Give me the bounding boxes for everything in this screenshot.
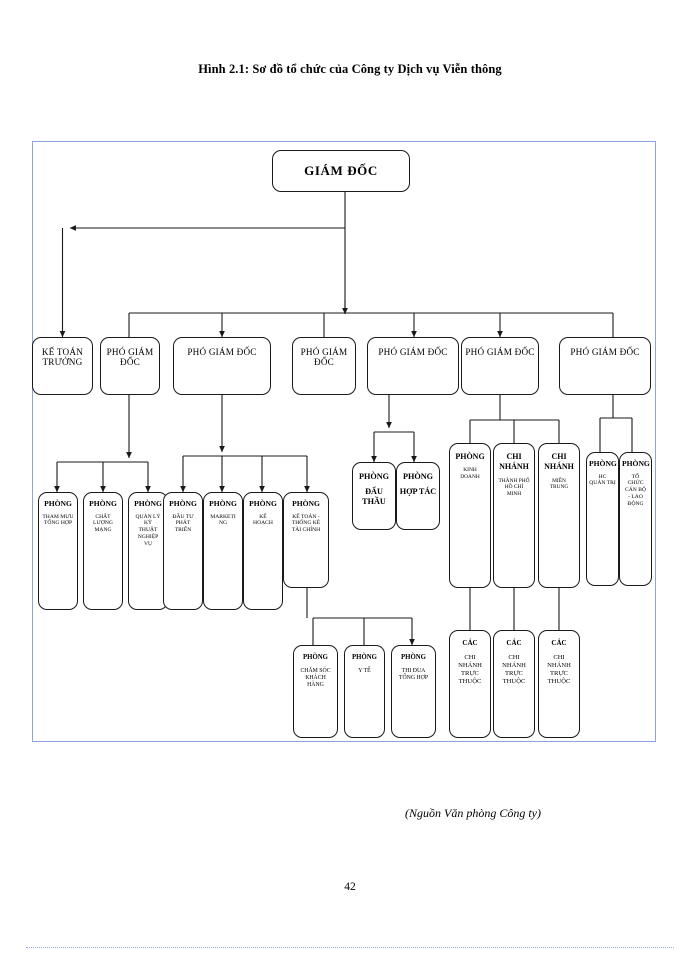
node-dept-chat-luong-mang-head: PHÒNG: [89, 499, 117, 508]
node-dept-cham-soc-khach-hang-head: PHÒNG: [303, 654, 328, 661]
source-note: (Nguồn Văn phòng Công ty): [405, 806, 541, 820]
node-dept-hop-tac[interactable]: PHÒNG HỢP TÁC: [396, 462, 440, 530]
node-dept-dau-thau-head: PHÒNG: [358, 472, 390, 481]
node-dept-marketing-head: PHÒNG: [209, 499, 237, 508]
node-sub-branches-2-head: CÁC: [506, 639, 522, 647]
node-dept-kinh-doanh-head: PHÒNG: [455, 452, 485, 461]
node-dept-dau-tu-phat-trien-head: PHÒNG: [169, 499, 197, 508]
node-vice-director-5-head: PHÓ GIÁM ĐỐC: [465, 347, 535, 357]
node-director[interactable]: GIÁM ĐỐC: [272, 150, 410, 192]
node-dept-y-te-sub: Y TẾ: [358, 667, 371, 674]
node-vice-director-4-head: PHÓ GIÁM ĐỐC: [378, 347, 448, 357]
node-vice-director-4[interactable]: PHÓ GIÁM ĐỐC: [367, 337, 459, 395]
node-dept-tham-muu-tong-hop-head: PHÒNG: [44, 499, 72, 508]
node-dept-y-te-head: PHÒNG: [352, 654, 377, 661]
node-dept-y-te[interactable]: PHÒNG Y TẾ: [344, 645, 385, 738]
node-vice-director-2[interactable]: PHÓ GIÁM ĐỐC: [173, 337, 271, 395]
node-vice-director-6[interactable]: PHÓ GIÁM ĐỐC: [559, 337, 651, 395]
node-sub-branches-3-head: CÁC: [551, 639, 567, 647]
node-dept-to-chuc-can-bo-head: PHÒNG: [622, 459, 650, 468]
node-vice-director-1[interactable]: PHÓ GIÁM ĐỐC: [100, 337, 160, 395]
node-dept-ke-hoach-head: PHÒNG: [249, 499, 277, 508]
node-vice-director-6-head: PHÓ GIÁM ĐỐC: [570, 347, 640, 357]
node-dept-hop-tac-head: PHÒNG: [402, 472, 434, 481]
node-vice-director-5[interactable]: PHÓ GIÁM ĐỐC: [461, 337, 539, 395]
node-dept-thi-dua-tong-hop-head: PHÒNG: [401, 654, 426, 661]
node-vice-director-3[interactable]: PHÓ GIÁM ĐỐC: [292, 337, 356, 395]
node-director-head: GIÁM ĐỐC: [304, 162, 378, 178]
node-vice-director-3-head: PHÓ GIÁM ĐỐC: [300, 347, 348, 368]
node-dept-quan-ly-ky-thuat-head: PHÒNG: [134, 499, 162, 508]
page-number: 42: [344, 881, 356, 893]
node-chief-accountant-head: KẾ TOÁN TRƯỞNG: [41, 347, 84, 368]
node-vice-director-2-head: PHÓ GIÁM ĐỐC: [187, 347, 257, 357]
node-dept-hop-tac-sub: HỢP TÁC: [399, 487, 437, 497]
footer-divider: [26, 947, 674, 948]
node-dept-ke-toan-thong-ke-head: PHÒNG: [292, 499, 320, 508]
node-vice-director-1-head: PHÓ GIÁM ĐỐC: [106, 347, 154, 368]
node-chief-accountant[interactable]: KẾ TOÁN TRƯỞNG: [32, 337, 93, 395]
node-sub-branches-1-head: CÁC: [462, 639, 478, 647]
page-title: Hình 2.1: Sơ đồ tổ chức của Công ty Dịch…: [198, 62, 502, 76]
node-dept-hanh-chinh-quan-tri-head: PHÒNG: [589, 459, 617, 468]
